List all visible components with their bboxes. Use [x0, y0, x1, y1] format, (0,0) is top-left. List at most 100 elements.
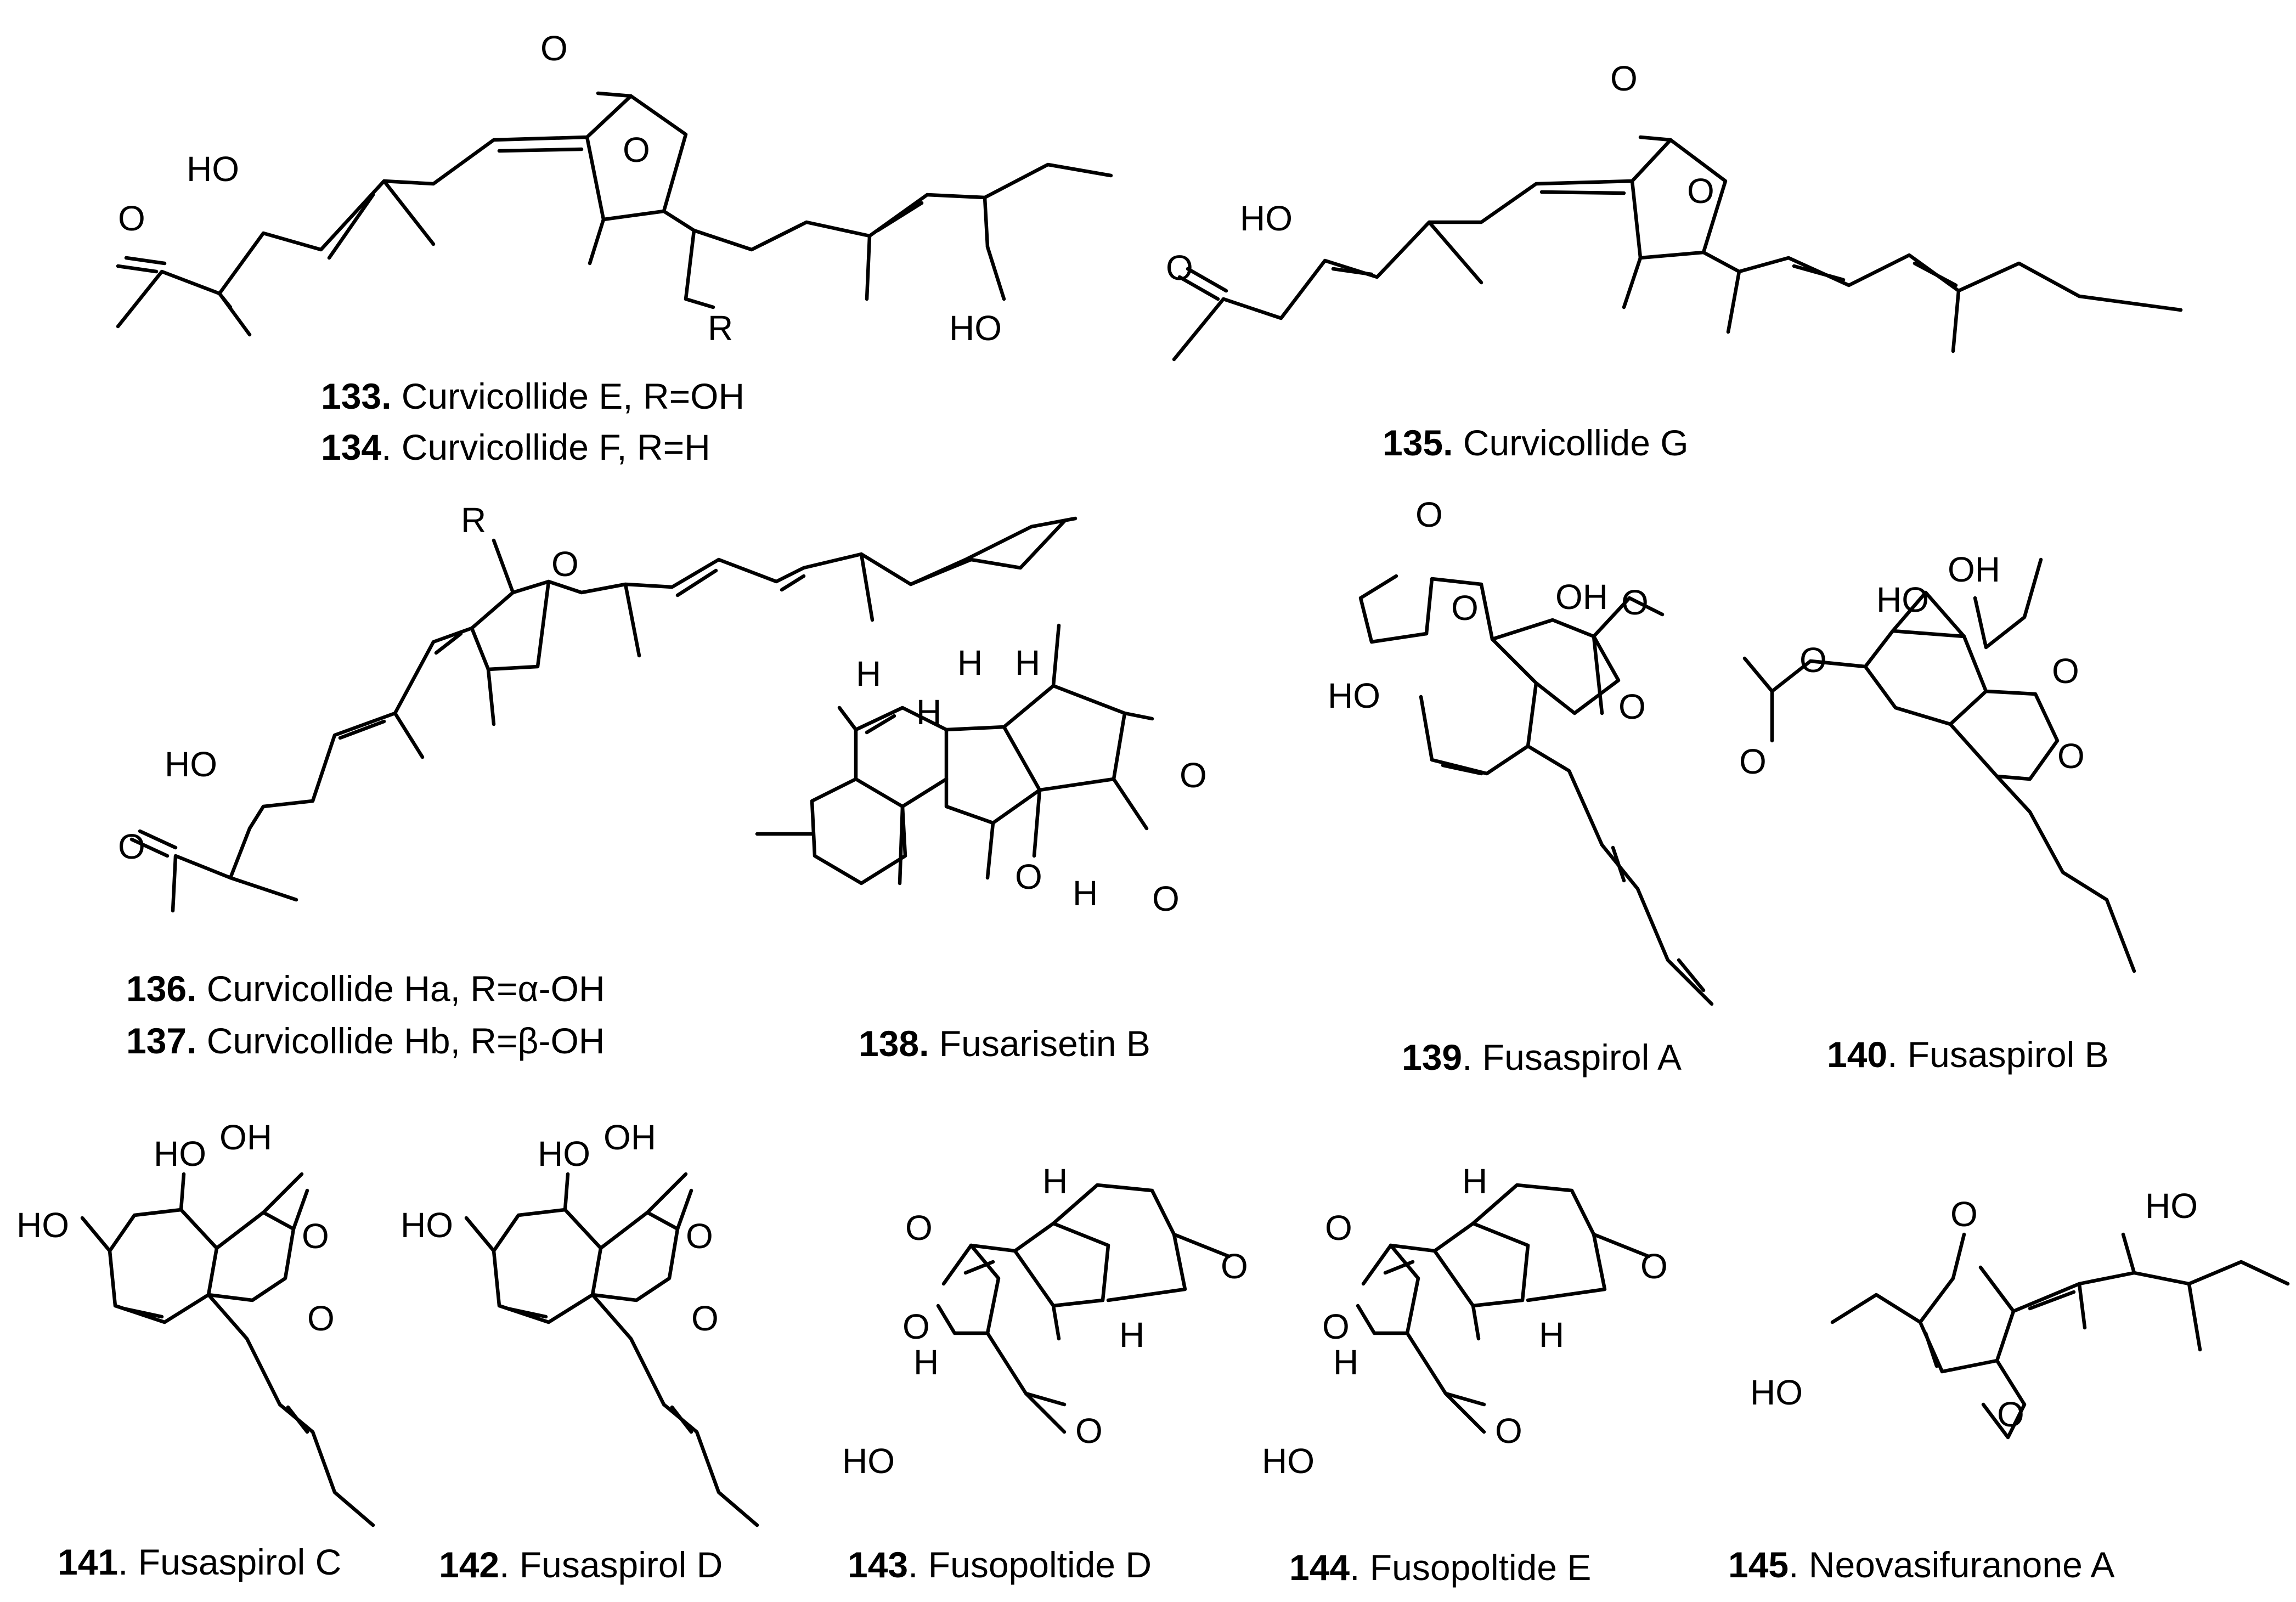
caption-139: 139. Fusaspirol A — [1402, 1037, 1682, 1078]
caption-number: 139 — [1402, 1037, 1462, 1078]
atom-o: O — [1618, 687, 1646, 726]
atom-o: O — [686, 1216, 713, 1256]
structure-143: O O H O H H HO O — [842, 1161, 1248, 1481]
structure-144: O O H O H H HO O — [1262, 1161, 1668, 1481]
atom-o: O — [1950, 1194, 1978, 1234]
atom-o: O — [1166, 248, 1193, 287]
structure-145: O HO O HO — [1750, 1186, 2290, 1440]
caption-name: . Fusaspirol D — [499, 1544, 723, 1585]
caption-number: 135. — [1383, 422, 1453, 463]
caption-name: . Curvicollide F, R=H — [381, 427, 710, 467]
atom-ho: HO — [187, 149, 239, 189]
caption-name: Curvicollide Hb, R=β-OH — [196, 1020, 605, 1061]
atom-ho: HO — [16, 1205, 69, 1245]
atom-h: H — [957, 643, 983, 682]
atom-o: O — [118, 199, 145, 238]
caption-138: 138. Fusarisetin B — [859, 1023, 1150, 1064]
atom-h: H — [913, 1342, 939, 1382]
atom-o: O — [540, 29, 568, 68]
atom-h: H — [1119, 1315, 1144, 1355]
caption-name: . Fusaspirol B — [1887, 1034, 2108, 1075]
atom-h: H — [1015, 643, 1040, 682]
atom-ho: HO — [154, 1134, 206, 1174]
atom-o: O — [691, 1299, 719, 1338]
atom-o: O — [905, 1208, 933, 1248]
caption-142: 142. Fusaspirol D — [439, 1544, 723, 1585]
atom-ho: HO — [1240, 199, 1293, 238]
caption-name: . Neovasifuranone A — [1789, 1544, 2114, 1585]
structure-135: O O HO O — [1166, 59, 2183, 362]
caption-number: 143 — [848, 1544, 908, 1585]
caption-number: 136. — [126, 968, 196, 1009]
atom-o: O — [1322, 1307, 1350, 1346]
atom-h: H — [1042, 1161, 1068, 1201]
structure-139: O O OH O HO O — [1328, 495, 1714, 1006]
caption-name: . Fusopoltide E — [1350, 1547, 1591, 1588]
caption-144: 144. Fusopoltide E — [1289, 1547, 1591, 1588]
atom-o: O — [2052, 651, 2079, 691]
atom-ho: HO — [949, 308, 1002, 348]
atom-ho: HO — [1876, 580, 1929, 619]
caption-number: 133. — [321, 376, 391, 416]
atom-o: O — [1640, 1246, 1668, 1286]
structure-138: H H H H O O O H — [755, 623, 1207, 918]
atom-o: O — [623, 130, 650, 170]
atom-o: O — [551, 544, 579, 584]
atom-ho: HO — [400, 1205, 453, 1245]
atom-ho: HO — [538, 1134, 590, 1174]
atom-oh: OH — [1555, 577, 1608, 617]
caption-136: 136. Curvicollide Ha, R=α-OH — [126, 968, 605, 1009]
structure-136-137: R O HO O — [118, 500, 1078, 913]
atom-h: H — [856, 654, 881, 693]
atom-o: O — [902, 1307, 930, 1346]
atom-o: O — [1152, 879, 1180, 918]
atom-h: H — [916, 692, 941, 732]
atom-o: O — [1075, 1411, 1103, 1451]
atom-o: O — [1325, 1208, 1352, 1248]
atom-o: O — [1997, 1395, 2024, 1434]
atom-ho: HO — [842, 1441, 895, 1481]
structure-140: HO OH O O O O — [1739, 550, 2136, 973]
atom-ho: HO — [2145, 1186, 2198, 1226]
caption-145: 145. Neovasifuranone A — [1728, 1544, 2115, 1585]
caption-number: 144 — [1289, 1547, 1350, 1588]
atom-h: H — [1539, 1315, 1564, 1355]
caption-133: 133. Curvicollide E, R=OH — [321, 376, 744, 416]
caption-name: Fusarisetin B — [929, 1023, 1150, 1064]
caption-name: . Fusopoltide D — [908, 1544, 1152, 1585]
structure-142: HO OH HO O O — [400, 1118, 759, 1527]
caption-134: 134. Curvicollide F, R=H — [321, 427, 710, 467]
caption-number: 137. — [126, 1020, 196, 1061]
atom-ho: HO — [165, 744, 217, 784]
caption-141: 141. Fusaspirol C — [58, 1542, 341, 1582]
atom-o: O — [2057, 736, 2085, 776]
caption-number: 142 — [439, 1544, 499, 1585]
atom-o: O — [1621, 583, 1649, 622]
atom-o: O — [307, 1299, 335, 1338]
atom-o: O — [1015, 857, 1042, 896]
atom-o: O — [302, 1216, 329, 1256]
atom-o: O — [1799, 640, 1827, 680]
caption-number: 145 — [1728, 1544, 1789, 1585]
caption-name: Curvicollide E, R=OH — [391, 376, 744, 416]
caption-name: . Fusaspirol A — [1462, 1037, 1682, 1078]
caption-name: Curvicollide G — [1453, 422, 1688, 463]
atom-o: O — [1415, 495, 1443, 534]
atom-o: O — [1687, 171, 1714, 211]
atom-oh: OH — [1948, 550, 2000, 589]
atom-o: O — [1221, 1246, 1248, 1286]
atom-ho: HO — [1262, 1441, 1315, 1481]
atom-h: H — [1462, 1161, 1487, 1201]
caption-number: 141 — [58, 1542, 118, 1582]
caption-name: . Fusaspirol C — [118, 1542, 341, 1582]
atom-ho: HO — [1328, 676, 1380, 715]
atom-h: H — [1333, 1342, 1358, 1382]
atom-o: O — [118, 827, 145, 866]
atom-o: O — [1180, 755, 1207, 795]
atom-o: O — [1610, 59, 1638, 98]
atom-o: O — [1739, 742, 1767, 781]
atom-r: R — [461, 500, 486, 540]
atom-o: O — [1451, 588, 1479, 628]
